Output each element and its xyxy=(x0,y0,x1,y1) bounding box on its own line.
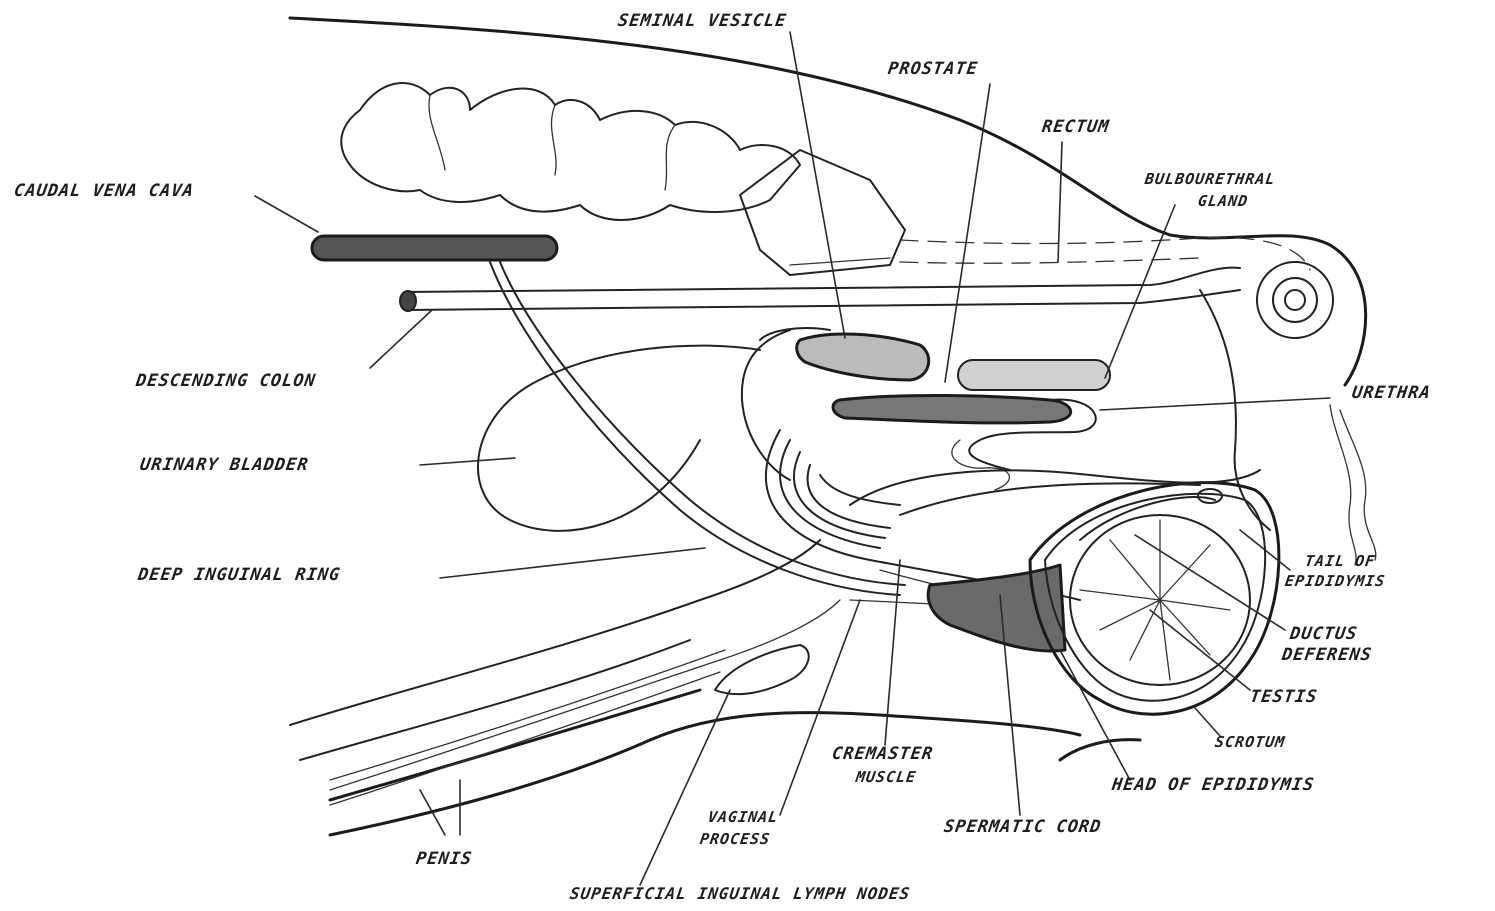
testicular-vessel xyxy=(490,262,900,595)
label-cremaster-muscle-2: MUSCLE xyxy=(855,768,918,787)
cremaster-muscle xyxy=(928,565,1065,651)
prostate xyxy=(958,360,1110,390)
caudal-vena-cava xyxy=(312,236,557,260)
label-tail-of-epididymis-2: EPIDIDYMIS xyxy=(1284,572,1387,591)
label-vaginal-process-1: VAGINAL xyxy=(707,808,780,827)
label-urethra: URETHRA xyxy=(1351,384,1432,403)
label-penis: PENIS xyxy=(415,850,474,869)
pelvic-urethra xyxy=(833,395,1071,422)
label-head-of-epididymis: HEAD OF EPIDIDYMIS xyxy=(1111,776,1316,795)
label-bulbourethral-2: GLAND xyxy=(1197,192,1250,211)
label-tail-of-epididymis-1: TAIL OF xyxy=(1304,552,1377,571)
lymph-nodes xyxy=(715,645,809,694)
seminal-vesicle xyxy=(797,334,929,380)
label-ductus-deferens-2: DEFERENS xyxy=(1281,646,1374,665)
rectum xyxy=(900,237,1310,270)
label-caudal-vena-cava: CAUDAL VENA CAVA xyxy=(13,182,195,201)
label-seminal-vesicle: SEMINAL VESICLE xyxy=(617,12,788,31)
label-testis: TESTIS xyxy=(1249,688,1319,707)
abdominal-outline xyxy=(290,540,820,725)
penis xyxy=(330,600,840,790)
label-scrotum: SCROTUM xyxy=(1214,733,1287,752)
label-superficial-inguinal-lymph-nodes: SUPERFICIAL INGUINAL LYMPH NODES xyxy=(569,884,912,903)
label-deep-inguinal-ring: DEEP INGUINAL RING xyxy=(137,566,342,585)
label-vaginal-process-2: PROCESS xyxy=(699,830,772,849)
label-prostate: PROSTATE xyxy=(887,60,980,79)
epididymis xyxy=(1080,497,1215,540)
label-rectum: RECTUM xyxy=(1041,118,1111,137)
label-ductus-deferens-1: DUCTUS xyxy=(1289,625,1359,644)
label-spermatic-cord: SPERMATIC CORD xyxy=(943,818,1103,837)
vertebrae xyxy=(341,83,800,220)
label-cremaster-muscle-1: CREMASTER xyxy=(831,745,935,764)
label-bulbourethral-1: BULBOURETHRAL xyxy=(1144,170,1277,189)
label-descending-colon: DESCENDING COLON xyxy=(135,372,317,391)
label-urinary-bladder: URINARY BLADDER xyxy=(139,456,310,475)
scrotum xyxy=(1030,483,1279,715)
urinary-bladder xyxy=(478,346,760,531)
